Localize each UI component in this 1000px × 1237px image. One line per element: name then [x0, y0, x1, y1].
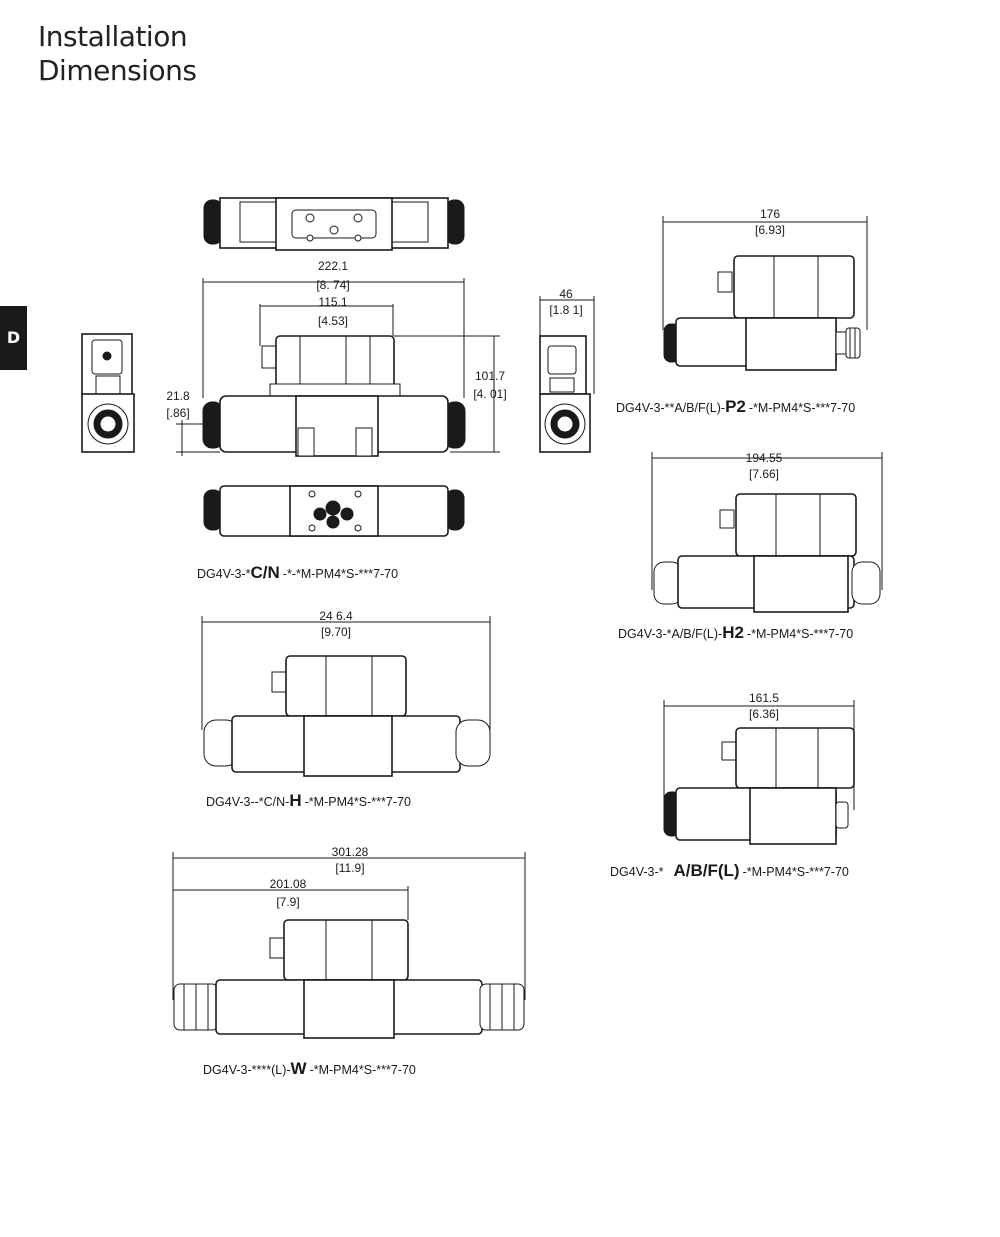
dim-height-inch: [4. 01]	[473, 387, 506, 401]
dim-p2-value: 176	[760, 207, 780, 221]
valve-abf: 161.5 [6.36]	[663, 691, 855, 845]
dim-overall-width-inch: [8. 74]	[316, 278, 349, 292]
caption-abf: DG4V-3-*A/B/F(L)-*M-PM4*S-***7-70	[610, 861, 849, 880]
dim-abf-value: 161.5	[749, 691, 779, 705]
page-title: Installation Dimensions	[38, 20, 197, 88]
valve-h: 24 6.4 [9.70]	[201, 609, 491, 777]
dim-w-half-value: 201.08	[270, 877, 307, 891]
dim-w-half-inch: [7.9]	[276, 895, 299, 909]
section-tab: D	[0, 306, 27, 370]
dim-side-width: 46 [1.8 1]	[539, 287, 595, 394]
dim-h2-value: 194.55	[746, 451, 783, 465]
dim-overall-width: 222.1 [8. 74]	[202, 259, 465, 398]
caption-cn: DG4V-3-*C/N-*-*M-PM4*S-***7-70	[197, 563, 398, 582]
dim-offset-value: 21.8	[166, 389, 190, 403]
valve-front-view	[202, 335, 466, 457]
dim-overall-width-value: 222.1	[318, 259, 348, 273]
dim-height-value: 101.7	[475, 369, 505, 383]
valve-right-end-view	[539, 335, 591, 453]
dim-side-width-value: 46	[559, 287, 573, 301]
caption-h2: DG4V-3-*A/B/F(L)-H2-*M-PM4*S-***7-70	[618, 623, 853, 642]
valve-top-view	[203, 197, 465, 251]
caption-p2: DG4V-3-**A/B/F(L)-P2-*M-PM4*S-***7-70	[616, 397, 855, 416]
dim-offset-inch: [.86]	[166, 406, 189, 420]
caption-h: DG4V-3--*C/N-H-*M-PM4*S-***7-70	[206, 791, 411, 810]
dim-h-value: 24 6.4	[319, 609, 353, 623]
valve-w: 301.28 [11.9] 201.08 [7.9]	[172, 845, 526, 1039]
valve-left-end-view	[81, 333, 135, 453]
dim-center-width: 115.1 [4.53]	[259, 295, 394, 346]
dim-p2-inch: [6.93]	[755, 223, 785, 237]
dim-abf-inch: [6.36]	[749, 707, 779, 721]
dim-offset: 21.8 [.86]	[166, 389, 220, 456]
caption-w: DG4V-3-****(L)-W-*M-PM4*S-***7-70	[203, 1059, 416, 1078]
title-line-1: Installation	[38, 20, 188, 53]
valve-bottom-view	[203, 485, 465, 537]
dim-height: 101.7 [4. 01]	[394, 335, 507, 453]
dim-w-value: 301.28	[332, 845, 369, 859]
dim-side-width-inch: [1.8 1]	[549, 303, 582, 317]
dim-h-inch: [9.70]	[321, 625, 351, 639]
dim-center-width-value: 115.1	[318, 295, 347, 309]
valve-p2: 176 [6.93]	[662, 207, 868, 371]
dim-h2-inch: [7.66]	[749, 467, 779, 481]
dim-w-inch: [11.9]	[335, 861, 364, 875]
section-tab-label: D	[6, 328, 21, 347]
dim-center-width-inch: [4.53]	[318, 314, 348, 328]
title-line-2: Dimensions	[38, 54, 197, 87]
valve-h2: 194.55 [7.66]	[651, 451, 883, 613]
